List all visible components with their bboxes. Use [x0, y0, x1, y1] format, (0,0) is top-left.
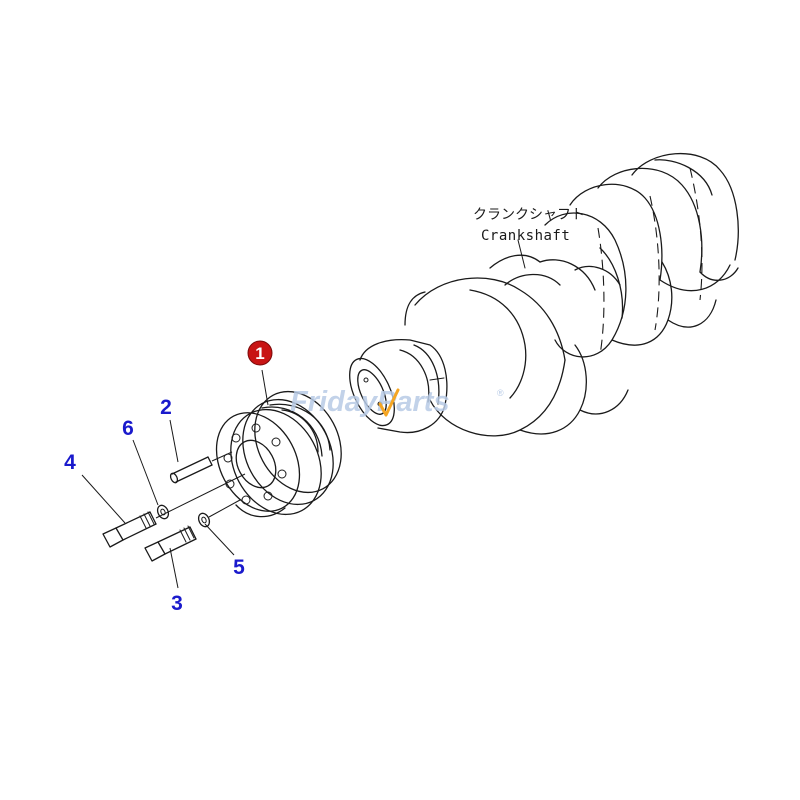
callout-3[interactable]: 3	[171, 592, 183, 615]
svg-text:FridayParts: FridayParts	[290, 386, 450, 418]
bolt-lower-drawing	[144, 525, 197, 562]
callout-5[interactable]: 5	[233, 556, 245, 579]
svg-text:®: ®	[497, 388, 504, 398]
callout-6[interactable]: 6	[122, 417, 134, 440]
crankshaft-drawing	[349, 152, 739, 437]
dowel-pin-drawing	[169, 451, 233, 484]
callout-4[interactable]: 4	[64, 451, 76, 474]
pulley-drawing	[215, 390, 342, 518]
callout-1-badge[interactable]: 1	[247, 340, 273, 366]
crankshaft-label-jp: クランクシャフト	[473, 207, 585, 223]
washer-lower-drawing	[197, 499, 241, 528]
bolt-upper-drawing	[102, 473, 246, 548]
callout-leaders	[81, 369, 269, 589]
callout-1: 1	[255, 344, 264, 363]
callout-2[interactable]: 2	[160, 396, 172, 419]
washer-upper-drawing	[156, 504, 170, 520]
fridayparts-watermark: FridayParts ®	[290, 386, 504, 418]
crankshaft-label-en: Crankshaft	[481, 228, 570, 244]
